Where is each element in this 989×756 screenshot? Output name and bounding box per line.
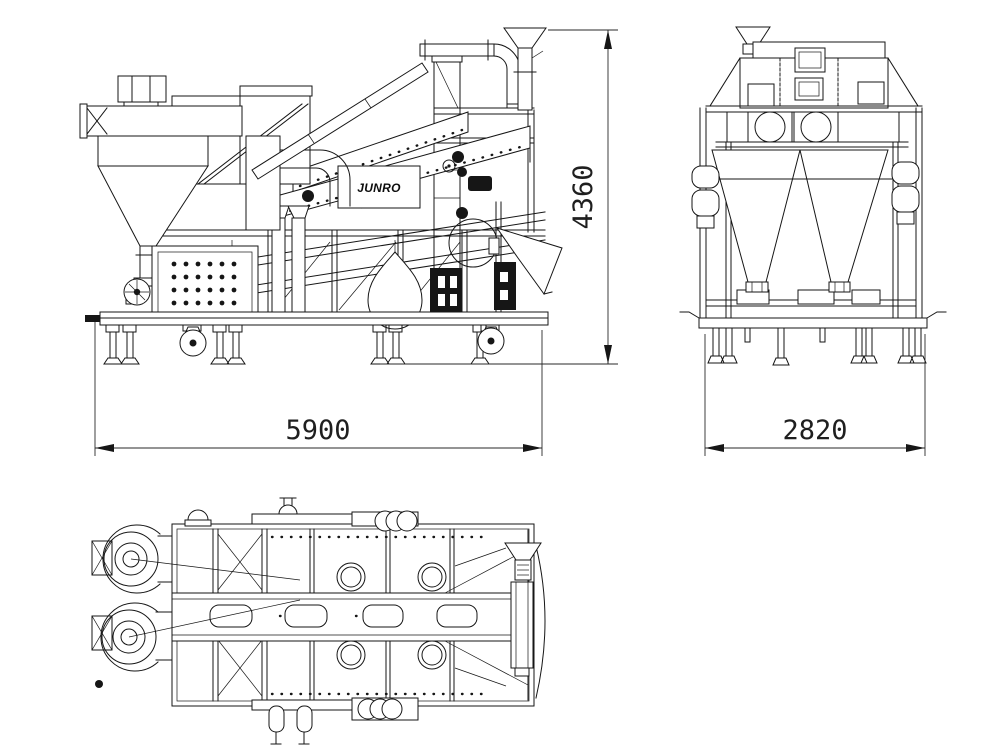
fan-band bbox=[715, 111, 909, 148]
bag-right bbox=[367, 251, 423, 330]
support-feet bbox=[103, 324, 490, 365]
arrowhead bbox=[523, 444, 542, 452]
screen-box: JUNRO bbox=[261, 111, 531, 223]
dim-width-2820: 2820 bbox=[704, 334, 926, 456]
airlock-pulley bbox=[123, 278, 151, 306]
arrowhead bbox=[906, 444, 925, 452]
drive-motors bbox=[302, 151, 492, 219]
vibrator-motor bbox=[468, 176, 492, 191]
access-hatch bbox=[436, 604, 478, 628]
discharge-chute bbox=[488, 227, 563, 296]
top-edge-fittings bbox=[184, 497, 419, 532]
base-structure bbox=[154, 201, 546, 314]
duct-elbow bbox=[279, 149, 351, 207]
bag-port bbox=[268, 705, 285, 733]
front-legs bbox=[707, 327, 927, 366]
hopper-cones bbox=[711, 149, 894, 293]
hopper-cone-right bbox=[799, 149, 889, 283]
access-hatch bbox=[284, 604, 328, 628]
sieve-outlet-box bbox=[430, 268, 462, 312]
hopper-cone-left bbox=[711, 149, 801, 283]
elevator-duct-top bbox=[510, 581, 534, 669]
sieve-ports bbox=[336, 562, 447, 670]
cyclone-motor bbox=[117, 75, 167, 103]
access-hatch bbox=[362, 604, 404, 628]
aspiration-tubes bbox=[267, 205, 311, 319]
front-base bbox=[679, 311, 947, 366]
sieve-outlet-box bbox=[494, 262, 516, 310]
brand-logo: JUNRO bbox=[357, 181, 401, 195]
dim-text-width: 2820 bbox=[782, 415, 847, 446]
caster-wheel bbox=[477, 324, 505, 355]
blowers-top bbox=[91, 524, 301, 688]
dim-height-4360: 4360 bbox=[380, 29, 618, 365]
arrowhead bbox=[95, 444, 114, 452]
cyclone-separator bbox=[79, 75, 243, 306]
bag-port bbox=[296, 705, 313, 733]
arrowhead bbox=[705, 444, 724, 452]
feed-hopper bbox=[503, 27, 547, 111]
logo-plate bbox=[337, 165, 421, 209]
front-frame bbox=[699, 107, 923, 321]
top-view bbox=[91, 497, 546, 745]
air-dampers bbox=[691, 161, 920, 229]
caster-wheel bbox=[179, 324, 207, 357]
dim-length-5900: 5900 bbox=[94, 322, 543, 456]
front-view bbox=[679, 26, 947, 366]
top-pipe bbox=[419, 43, 495, 57]
dimensions: 5900 4360 2820 bbox=[94, 29, 926, 456]
arrowhead bbox=[604, 30, 612, 49]
fan-inlet bbox=[800, 111, 832, 143]
dim-text-height: 4360 bbox=[568, 164, 599, 229]
panel-buttons bbox=[171, 261, 237, 306]
arrowhead bbox=[604, 345, 612, 364]
cyclone-cone bbox=[97, 165, 209, 247]
right-discharge bbox=[444, 529, 546, 701]
vertical-duct bbox=[245, 135, 281, 231]
side-view: JUNRO bbox=[79, 27, 563, 365]
fan-inlet bbox=[754, 111, 786, 143]
dim-text-length: 5900 bbox=[285, 415, 350, 446]
bottom-edge-fittings bbox=[251, 697, 419, 745]
access-hatch bbox=[209, 604, 253, 628]
top-housing bbox=[705, 41, 923, 113]
base-frame bbox=[85, 311, 549, 365]
control-panel bbox=[151, 245, 259, 321]
center-spine bbox=[171, 592, 535, 642]
inlet-duct bbox=[83, 105, 243, 137]
cyclone-cylinder bbox=[97, 135, 209, 167]
